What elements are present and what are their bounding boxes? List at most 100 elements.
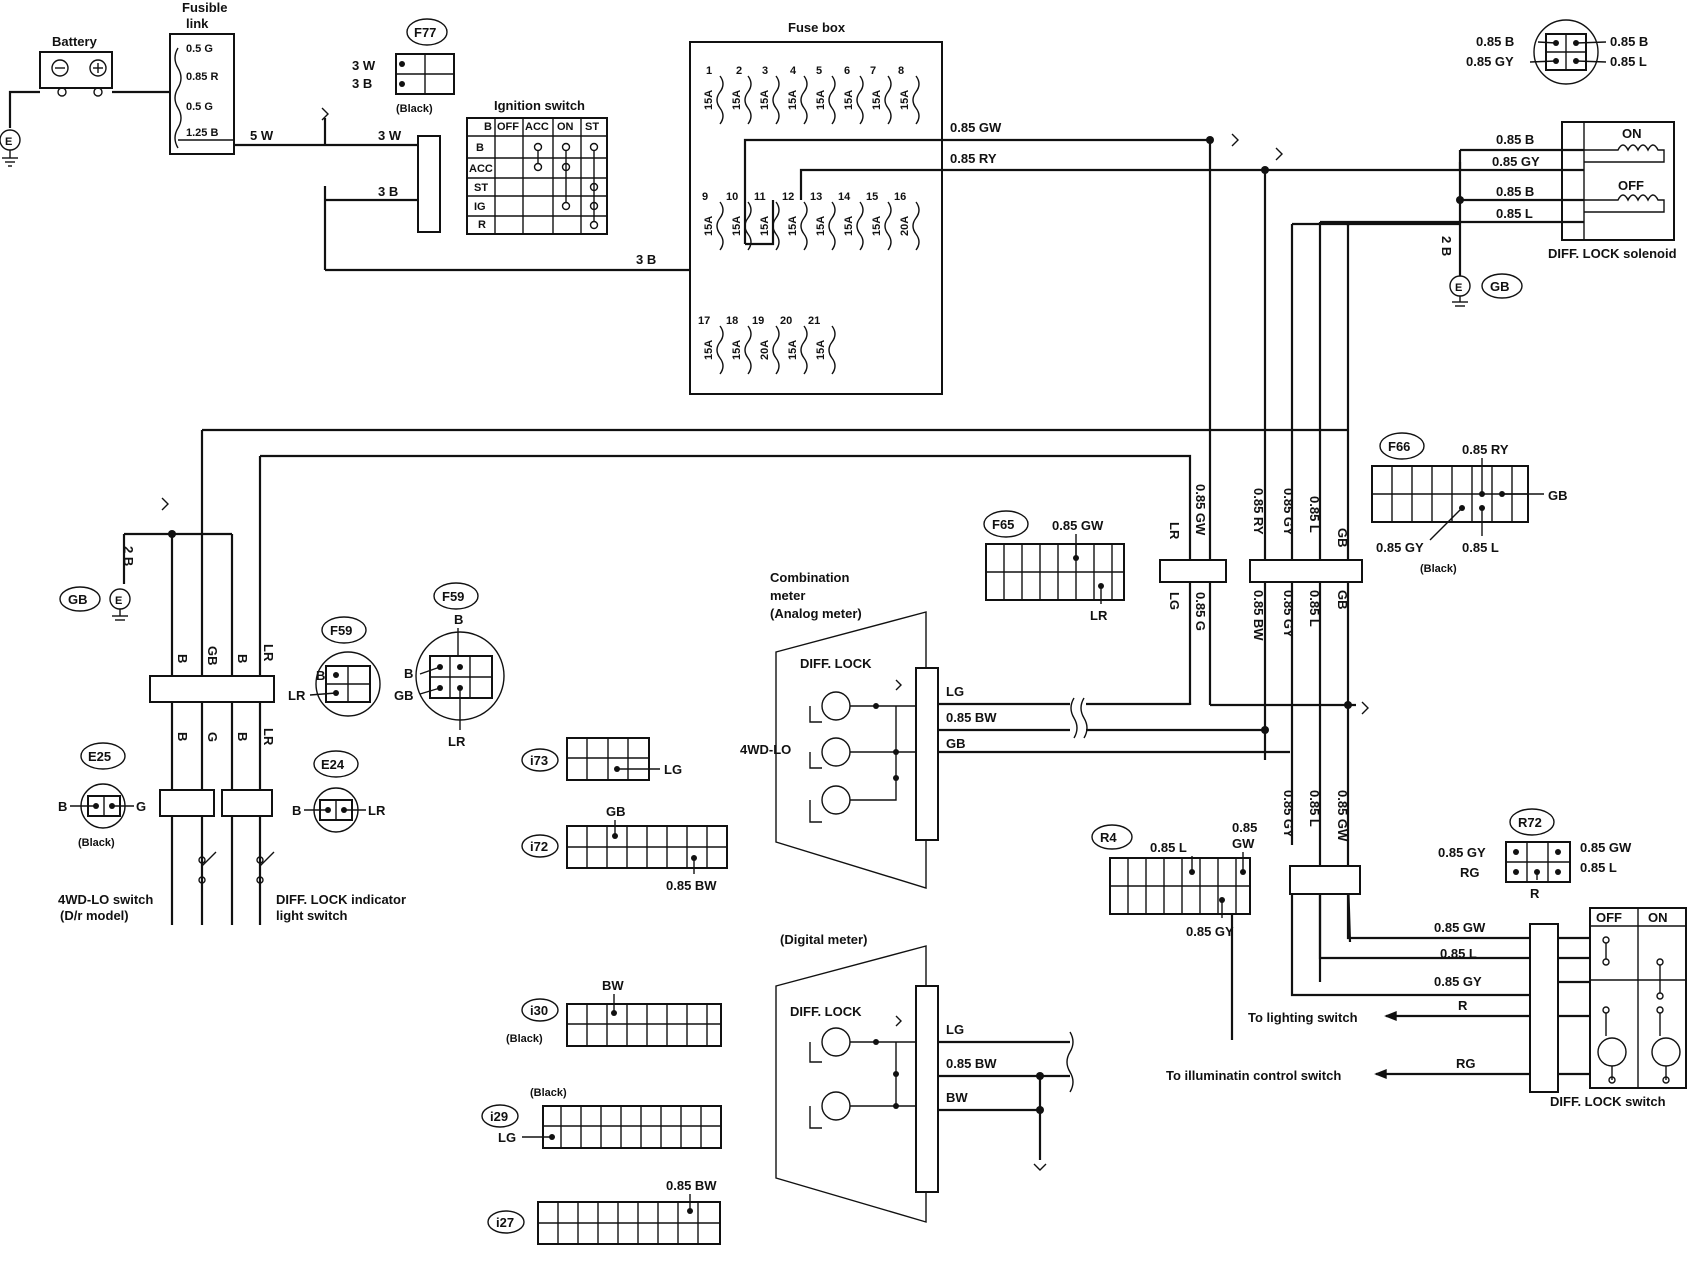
fuse-13-num: 13 bbox=[810, 191, 822, 203]
fuse-9-amp: 15A bbox=[703, 216, 715, 236]
fuse-20-amp: 15A bbox=[787, 340, 799, 360]
i29-color: (Black) bbox=[530, 1087, 567, 1099]
connector-top-right: 0.85 B 0.85 GY 0.85 B 0.85 L bbox=[1466, 19, 1648, 85]
fuse-row-1: 1 2 3 4 5 6 7 8 15A 15A 15A 15A 15A 15A … bbox=[703, 65, 911, 110]
battery-label: Battery bbox=[52, 34, 98, 49]
e25-pin-g: G bbox=[136, 799, 146, 814]
wire-3w: 3 W bbox=[378, 128, 402, 143]
diff-switch-label: DIFF. LOCK switch bbox=[1550, 1094, 1666, 1109]
e24-pin-b: B bbox=[292, 803, 301, 818]
to-illumination-control-switch: To illuminatin control switch bbox=[1166, 1068, 1341, 1083]
wire-sol-gy: 0.85 GY bbox=[1492, 154, 1540, 169]
diff-lock-solenoid: ON OFF DIFF. LOCK solenoid bbox=[1548, 121, 1677, 261]
ignition-switch-label: Ignition switch bbox=[494, 98, 585, 113]
wire-5w: 5 W bbox=[250, 128, 274, 143]
fusible-link-label-1: Fusible bbox=[182, 0, 228, 15]
ground-label: E bbox=[5, 136, 12, 148]
f59a-id: F59 bbox=[330, 623, 352, 638]
fusible-rating-3: 0.5 G bbox=[186, 101, 213, 113]
ign-col-acc: ACC bbox=[525, 121, 549, 133]
wire-v-gw: 0.85 GW bbox=[1193, 484, 1208, 536]
harness-band-lr bbox=[1159, 559, 1227, 583]
f59b-pin-top: B bbox=[454, 612, 463, 627]
connector-i73: i73 LG bbox=[521, 737, 682, 781]
wire-v-g: 0.85 G bbox=[1193, 592, 1208, 631]
wire-s-rg: RG bbox=[1456, 1056, 1476, 1071]
fuse-21-amp: 15A bbox=[815, 340, 827, 360]
r4-id: R4 bbox=[1100, 830, 1117, 845]
i72-pin-bw: 0.85 BW bbox=[666, 878, 717, 893]
wire-sol-b2: 0.85 B bbox=[1496, 184, 1534, 199]
f66-color: (Black) bbox=[1420, 563, 1457, 575]
fuse-18-amp: 15A bbox=[731, 340, 743, 360]
f59b-pin-gb: GB bbox=[394, 688, 414, 703]
fuse-2-amp: 15A bbox=[731, 90, 743, 110]
f65-pin-gw: 0.85 GW bbox=[1052, 518, 1104, 533]
f66-id: F66 bbox=[1388, 439, 1410, 454]
to-lighting-switch: To lighting switch bbox=[1248, 1010, 1358, 1025]
f66-pin-l: 0.85 L bbox=[1462, 540, 1499, 555]
wire-sol-l: 0.85 L bbox=[1496, 206, 1533, 221]
connector-f59-small: F59 B LR bbox=[288, 616, 381, 717]
f65-id: F65 bbox=[992, 517, 1014, 532]
wire-l-b2: B bbox=[235, 654, 250, 663]
fuse-7-amp: 15A bbox=[871, 90, 883, 110]
ign-col-b: B bbox=[484, 121, 492, 133]
fuse-16-num: 16 bbox=[894, 191, 906, 203]
top-conn-pin-4: 0.85 L bbox=[1610, 54, 1647, 69]
wire-left-gnd: 2 B bbox=[121, 546, 136, 566]
wire-l-gb: GB bbox=[205, 646, 220, 666]
fuse-12-amp: 15A bbox=[787, 216, 799, 236]
fuse-box-label: Fuse box bbox=[788, 20, 846, 35]
fuse-15-num: 15 bbox=[866, 191, 878, 203]
wire-s-r: R bbox=[1458, 998, 1468, 1013]
ground-label: E bbox=[1455, 282, 1462, 294]
fuse-13-amp: 15A bbox=[815, 216, 827, 236]
ground-left: GB E bbox=[59, 586, 131, 621]
fuse-19-num: 19 bbox=[752, 315, 764, 327]
wire-m-bw: 0.85 BW bbox=[946, 710, 997, 725]
fuse-1-amp: 15A bbox=[703, 90, 715, 110]
r72-id: R72 bbox=[1518, 815, 1542, 830]
fuse-8-num: 8 bbox=[898, 65, 904, 77]
wire-r-gw: 0.85 GW bbox=[1335, 790, 1350, 842]
wire-085gw-top: 0.85 GW bbox=[950, 120, 1002, 135]
wire-s-gy: 0.85 GY bbox=[1434, 974, 1482, 989]
ground-solenoid: E GB bbox=[1449, 273, 1523, 307]
fuse-symbols bbox=[716, 75, 920, 375]
left-gnd-id: GB bbox=[68, 592, 88, 607]
f65-pin-lr: LR bbox=[1090, 608, 1108, 623]
wire-3b-to-fuse: 3 B bbox=[636, 252, 656, 267]
fuse-1-num: 1 bbox=[706, 65, 712, 77]
solenoid-label: DIFF. LOCK solenoid bbox=[1548, 246, 1677, 261]
diff-switch-on: ON bbox=[1648, 910, 1668, 925]
harness-band-left bbox=[149, 675, 275, 703]
i30-pin: BW bbox=[602, 978, 624, 993]
connector-f65: F65 0.85 GW LR bbox=[983, 510, 1125, 623]
e25-id: E25 bbox=[88, 749, 111, 764]
ign-row-st: ST bbox=[474, 182, 488, 194]
f59a-pin-lr: LR bbox=[288, 688, 306, 703]
wire-d-bw: 0.85 BW bbox=[946, 1056, 997, 1071]
fuse-3-num: 3 bbox=[762, 65, 768, 77]
wire-m-gb: GB bbox=[946, 736, 966, 751]
wire-l-b: B bbox=[175, 654, 190, 663]
fusible-rating-4: 1.25 B bbox=[186, 127, 218, 139]
wire-v-gb: GB bbox=[1335, 528, 1350, 548]
fusible-link-label-2: link bbox=[186, 16, 209, 31]
wire-d-lg: LG bbox=[946, 1022, 964, 1037]
r72-pin-l: 0.85 L bbox=[1580, 860, 1617, 875]
fuse-12-num: 12 bbox=[782, 191, 794, 203]
f77-id: F77 bbox=[414, 25, 436, 40]
ign-col-off: OFF bbox=[497, 121, 519, 133]
wire-v-gy2: 0.85 GY bbox=[1281, 590, 1296, 638]
switch-diff-ind-label-2: light switch bbox=[276, 908, 348, 923]
diff-switch-off: OFF bbox=[1596, 910, 1622, 925]
fuse-20-num: 20 bbox=[780, 315, 792, 327]
i72-id: i72 bbox=[530, 839, 548, 854]
wire-v-ry: 0.85 RY bbox=[1251, 488, 1266, 535]
solenoid-gnd-id: GB bbox=[1490, 279, 1510, 294]
f59b-pin-b: B bbox=[404, 666, 413, 681]
e24-id: E24 bbox=[321, 757, 345, 772]
connector-r4: R4 0.85 L 0.85 GW 0.85 GY bbox=[1091, 820, 1257, 939]
